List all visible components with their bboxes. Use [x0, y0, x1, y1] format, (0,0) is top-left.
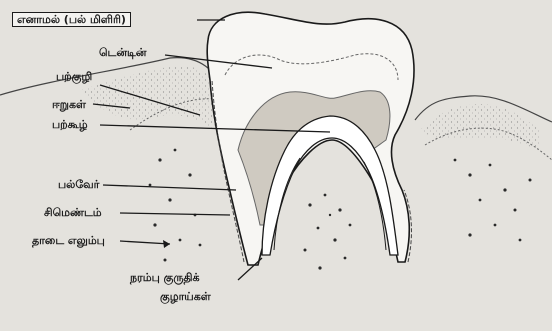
label-cement: சிமெண்டம் [44, 206, 102, 219]
label-pulp-cavity: பற்கூழ் [52, 118, 88, 131]
label-nerves-blood-vessels-line2: குழாய்கள் [160, 290, 211, 303]
label-gum: ஈறுகள் [52, 98, 86, 111]
label-gum-socket: பற்குழி [56, 70, 92, 83]
label-dentine: டென்டின் [99, 46, 146, 59]
label-enamel: எனாமல் (பல் மிளிரி) [12, 12, 131, 27]
leader-jaw-bone [120, 241, 170, 244]
leader-root [103, 185, 236, 190]
label-nerves-blood-vessels-line1: நரம்பு குருதிக் [130, 271, 200, 284]
gum-tissue-right [420, 104, 540, 150]
label-root: பல்வேர் [58, 178, 99, 191]
jaw-bone-dots [149, 149, 532, 270]
label-jaw-bone: தாடை எலும்பு [32, 234, 105, 247]
leader-cement [120, 213, 230, 215]
jaw-bone-arrowhead [163, 240, 170, 248]
